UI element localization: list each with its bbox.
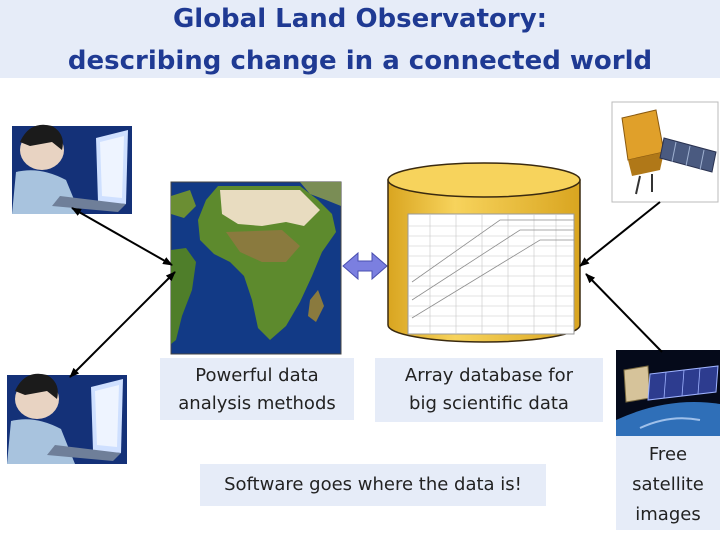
analysis-label-line-1: Powerful data	[195, 365, 319, 386]
satellite-label-line-1: Free	[648, 444, 688, 465]
satellite-label-line-3: images	[635, 504, 701, 525]
analysis-methods-label: Powerful data analysis methods	[160, 358, 354, 420]
user-at-laptop-icon	[7, 373, 127, 464]
software-tagline-text: Software goes where the data is!	[224, 474, 522, 495]
satellite-icon	[611, 101, 719, 203]
free-satellite-images-label: Free satellite images	[616, 436, 720, 530]
arrow-user-top-to-map	[71, 207, 173, 266]
user-at-laptop-icon	[12, 124, 132, 214]
database-label-line-1: Array database for	[404, 365, 574, 386]
arrow-satellite-bottom-to-db	[585, 273, 663, 353]
software-tagline: Software goes where the data is!	[200, 464, 546, 506]
bidirectional-link-arrow	[342, 251, 388, 281]
arrow-satellite-top-to-db	[579, 201, 661, 267]
analysis-label-line-2: analysis methods	[178, 393, 336, 414]
database-cylinder-icon	[387, 162, 581, 343]
database-label-line-2: big scientific data	[409, 393, 569, 414]
title-band: Global Land Observatory: describing chan…	[0, 0, 720, 78]
satellite-label-line-2: satellite	[632, 474, 704, 495]
africa-world-map-icon	[170, 181, 342, 355]
arrow-user-bottom-to-map	[69, 271, 176, 378]
connector-arrows	[69, 201, 663, 378]
satellite-with-earth-icon	[616, 350, 720, 436]
array-database-label: Array database for big scientific data	[375, 358, 603, 422]
title-line-1: Global Land Observatory:	[172, 4, 548, 34]
title-line-2: describing change in a connected world	[67, 46, 653, 76]
